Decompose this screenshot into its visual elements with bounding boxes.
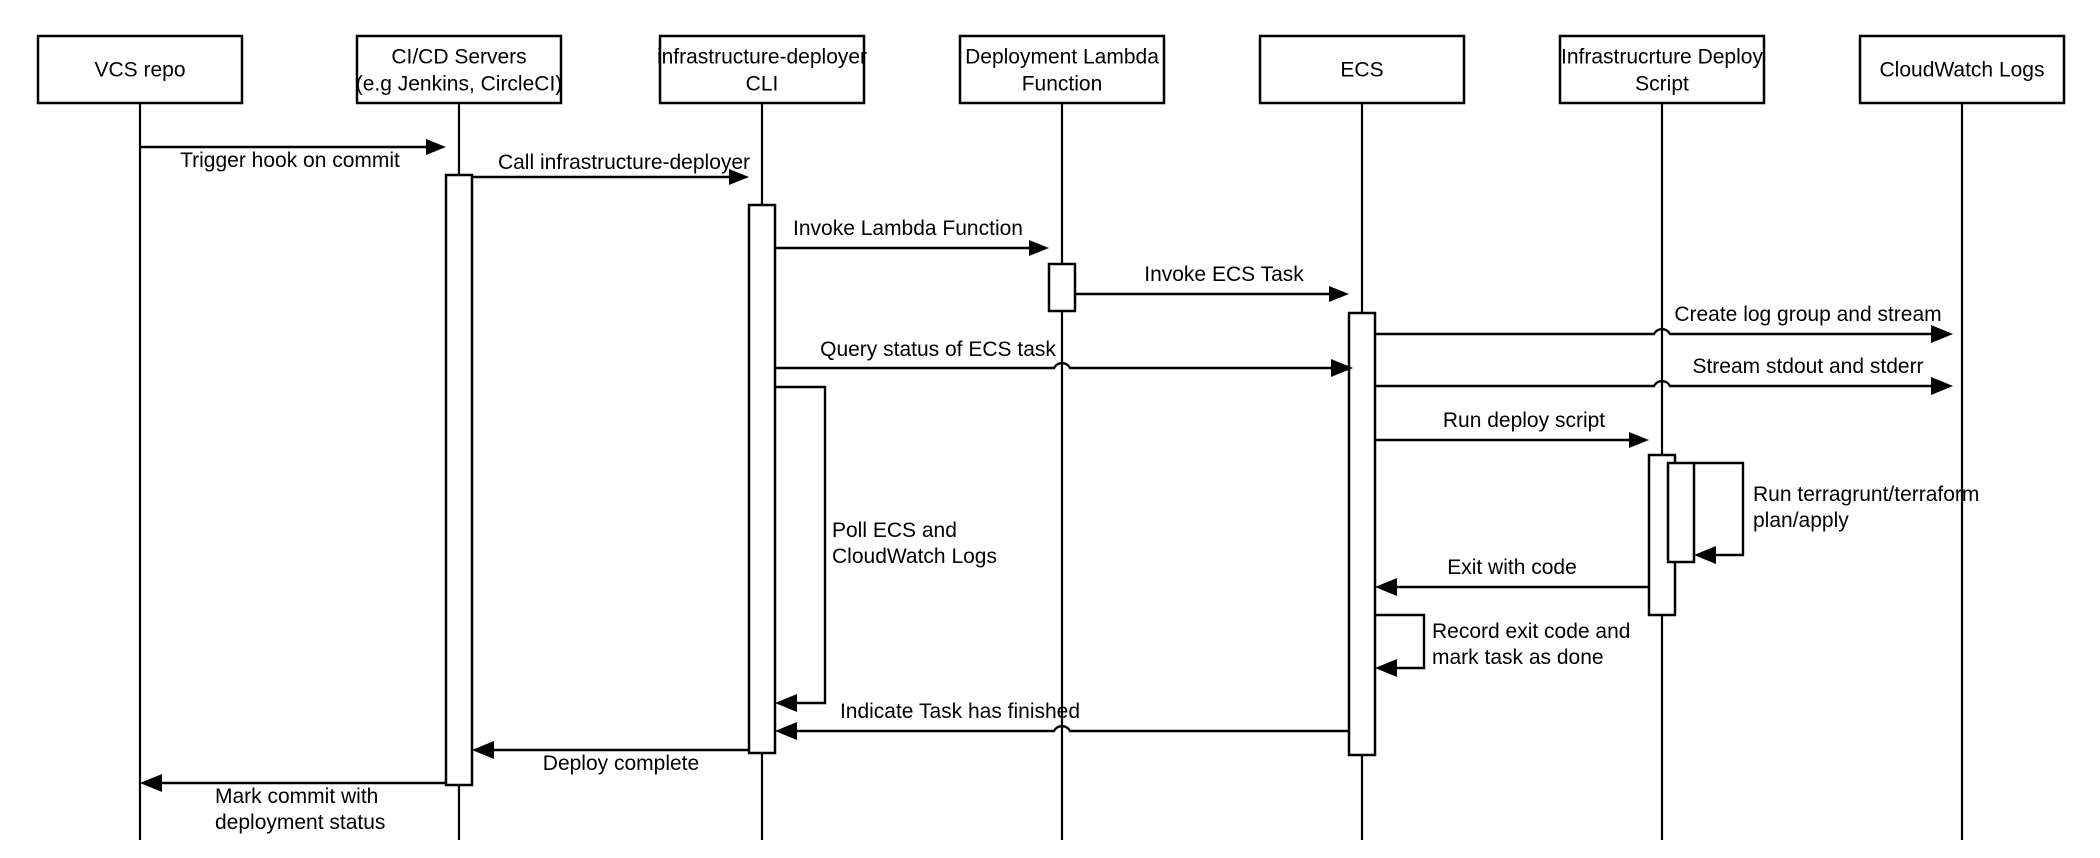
participant-script[interactable]: Infrastrucrture Deploy Script bbox=[1558, 34, 1766, 105]
message-label-line2: plan/apply bbox=[1753, 509, 1849, 532]
arrow-head-right bbox=[1931, 377, 1953, 395]
message-deploy-complete[interactable]: Deploy complete bbox=[472, 741, 749, 775]
message-line bbox=[775, 385, 827, 705]
activation-bar-ecs bbox=[1347, 311, 1377, 757]
participant-cli[interactable]: infrastructure-deployer CLI bbox=[657, 34, 867, 105]
message-stream-stdout-and-stderr[interactable]: Stream stdout and stderr bbox=[1375, 355, 1953, 395]
message-label: Trigger hook on commit bbox=[180, 149, 400, 172]
participant-box-ecs[interactable] bbox=[1258, 34, 1466, 105]
message-create-log-group-and-stream[interactable]: Create log group and stream bbox=[1375, 303, 1953, 343]
message-label-line2: deployment status bbox=[215, 811, 385, 834]
activation-bars-group bbox=[444, 173, 1696, 787]
activation-bar-lambda bbox=[1047, 262, 1077, 313]
message-label: Indicate Task has finished bbox=[840, 700, 1080, 723]
participant-label-ecs: ECS bbox=[1340, 59, 1383, 82]
participant-box-vcs[interactable] bbox=[36, 34, 244, 105]
message-label-line1: Mark commit with bbox=[215, 785, 378, 808]
arrow-head-right bbox=[426, 139, 446, 155]
message-label: Exit with code bbox=[1447, 556, 1577, 579]
arrow-head-right bbox=[1029, 240, 1049, 256]
arrow-head-left bbox=[1375, 578, 1397, 596]
participant-label-lambda-line1: Deployment Lambda bbox=[965, 46, 1159, 69]
message-line bbox=[1375, 613, 1426, 670]
participant-label-vcs: VCS repo bbox=[94, 59, 185, 82]
participant-label-lambda-line2: Function bbox=[1022, 73, 1103, 96]
message-line bbox=[775, 361, 1341, 370]
message-poll-ecs-and-cloudwatch-logs[interactable]: Poll ECS and CloudWatch Logs bbox=[775, 385, 997, 712]
message-invoke-ecs-task[interactable]: Invoke ECS Task bbox=[1075, 263, 1349, 302]
arrow-head-right bbox=[1331, 359, 1353, 377]
message-run-terragrunt-terraform-plan-apply[interactable]: Run terragrunt/terraform plan/apply bbox=[1694, 461, 1979, 564]
arrow-head-left bbox=[140, 774, 162, 792]
arrow-head-right bbox=[1329, 286, 1349, 302]
message-indicate-task-has-finished[interactable]: Indicate Task has finished bbox=[775, 700, 1349, 740]
arrow-head-right bbox=[1931, 325, 1953, 343]
arrow-head-left bbox=[472, 741, 494, 759]
participant-ecs[interactable]: ECS bbox=[1258, 34, 1466, 105]
participant-box-cli[interactable] bbox=[658, 34, 866, 105]
participant-label-cwlogs: CloudWatch Logs bbox=[1880, 59, 2045, 82]
message-label-line2: CloudWatch Logs bbox=[832, 545, 997, 568]
message-label: Query status of ECS task bbox=[820, 338, 1056, 361]
message-line bbox=[1375, 379, 1941, 388]
message-invoke-lambda-function[interactable]: Invoke Lambda Function bbox=[775, 217, 1049, 256]
participant-box-cicd[interactable] bbox=[355, 34, 563, 105]
message-call-infrastructure-deployer[interactable]: Call infrastructure-deployer bbox=[472, 151, 750, 185]
arrow-head-left bbox=[775, 694, 797, 712]
participant-label-cicd-line1: CI/CD Servers bbox=[391, 46, 526, 69]
participant-box-script[interactable] bbox=[1558, 34, 1766, 105]
participant-cicd[interactable]: CI/CD Servers (e.g Jenkins, CircleCI) bbox=[355, 34, 563, 105]
message-exit-with-code[interactable]: Exit with code bbox=[1375, 556, 1649, 596]
arrow-head-right bbox=[729, 169, 749, 185]
message-query-status-of-ecs-task[interactable]: Query status of ECS task bbox=[775, 338, 1353, 377]
participant-label-cli-line1: infrastructure-deployer bbox=[657, 46, 867, 69]
message-label-line1: Poll ECS and bbox=[832, 519, 957, 542]
participant-box-lambda[interactable] bbox=[958, 34, 1166, 105]
message-label: Invoke ECS Task bbox=[1144, 263, 1304, 286]
arrow-head-left bbox=[1375, 659, 1397, 677]
message-line bbox=[1375, 327, 1941, 336]
participant-vcs[interactable]: VCS repo bbox=[36, 34, 244, 105]
arrow-head-left bbox=[1694, 546, 1716, 564]
message-label: Stream stdout and stderr bbox=[1692, 355, 1923, 378]
participant-label-cli-line2: CLI bbox=[746, 73, 779, 96]
participant-lambda[interactable]: Deployment Lambda Function bbox=[958, 34, 1166, 105]
message-label-line1: Record exit code and bbox=[1432, 620, 1630, 643]
arrow-head-right bbox=[1629, 432, 1649, 448]
message-label: Run deploy script bbox=[1443, 409, 1605, 432]
activation-bar-script-nested bbox=[1666, 461, 1696, 564]
message-label: Invoke Lambda Function bbox=[793, 217, 1023, 240]
message-label: Call infrastructure-deployer bbox=[498, 151, 750, 174]
message-line bbox=[1694, 461, 1745, 557]
participant-label-script-line2: Script bbox=[1635, 73, 1689, 96]
participant-box-cwlogs[interactable] bbox=[1858, 34, 2066, 105]
participant-label-script-line1: Infrastrucrture Deploy bbox=[1561, 46, 1763, 69]
message-label: Create log group and stream bbox=[1674, 303, 1941, 326]
message-mark-commit-with-deployment-status[interactable]: Mark commit with deployment status bbox=[140, 774, 446, 834]
activation-bar-cli bbox=[747, 203, 777, 755]
activation-bar-cicd bbox=[444, 173, 474, 787]
message-record-exit-code-and-mark-task-as-done[interactable]: Record exit code and mark task as done bbox=[1375, 613, 1630, 677]
message-label: Deploy complete bbox=[543, 752, 699, 775]
message-line bbox=[787, 724, 1349, 733]
message-run-deploy-script[interactable]: Run deploy script bbox=[1375, 409, 1649, 448]
participant-label-cicd-line2: (e.g Jenkins, CircleCI) bbox=[356, 73, 563, 96]
message-label-line1: Run terragrunt/terraform bbox=[1753, 483, 1979, 506]
participant-cwlogs[interactable]: CloudWatch Logs bbox=[1858, 34, 2066, 105]
message-label-line2: mark task as done bbox=[1432, 646, 1604, 669]
message-trigger-hook-on-commit[interactable]: Trigger hook on commit bbox=[140, 139, 446, 172]
arrow-head-left bbox=[775, 722, 797, 740]
